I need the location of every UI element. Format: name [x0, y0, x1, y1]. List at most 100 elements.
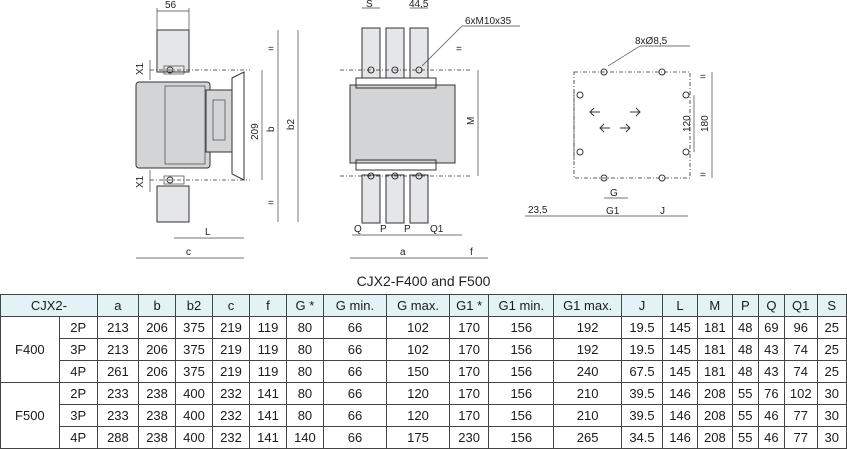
value-cell: 219 — [212, 316, 250, 339]
value-cell: 375 — [175, 360, 214, 383]
value-cell: 375 — [175, 316, 214, 339]
value-cell: 145 — [662, 360, 698, 383]
value-cell: 238 — [138, 404, 177, 427]
dim-x1-top: X1 — [135, 62, 146, 75]
dim-ii-bottom-r: = — [700, 170, 706, 181]
value-cell: 232 — [212, 426, 250, 449]
col-header: G1 * — [449, 294, 490, 317]
value-cell: 102 — [783, 382, 818, 405]
value-cell: 206 — [138, 360, 177, 383]
value-cell: 170 — [449, 404, 490, 427]
col-header: L — [662, 294, 698, 317]
value-cell: 232 — [212, 404, 250, 427]
value-cell: 66 — [322, 316, 387, 339]
page-title: CJX2-F400 and F500 — [356, 273, 491, 289]
value-cell: 25 — [816, 338, 847, 361]
value-cell: 240 — [553, 360, 622, 383]
value-cell: 43 — [757, 360, 785, 383]
value-cell: 80 — [285, 382, 324, 405]
dim-J: J — [660, 206, 665, 217]
col-header: Q — [757, 294, 785, 317]
value-cell: 145 — [662, 316, 698, 339]
value-cell: 156 — [488, 382, 555, 405]
value-cell: 30 — [816, 404, 847, 427]
value-cell: 140 — [285, 426, 324, 449]
value-cell: 69 — [757, 316, 785, 339]
value-cell: 119 — [248, 338, 287, 361]
value-cell: 170 — [449, 316, 490, 339]
poles-cell: 2P — [58, 316, 98, 339]
value-cell: 77 — [783, 404, 818, 427]
value-cell: 46 — [757, 426, 785, 449]
col-header: G1 min. — [488, 294, 555, 317]
dim-G1: G1 — [606, 206, 620, 217]
dim-Q: Q — [354, 224, 362, 235]
value-cell: 74 — [783, 360, 818, 383]
dim-x1-bottom: X1 — [135, 175, 146, 188]
table-header-row: CJX2- a b b2 c f G * G min. G max. G1 * … — [0, 294, 847, 317]
poles-cell: 3P — [58, 338, 98, 361]
value-cell: 400 — [175, 382, 214, 405]
value-cell: 156 — [488, 360, 555, 383]
value-cell: 181 — [696, 360, 733, 383]
dim-ii-mid: = — [456, 44, 462, 55]
value-cell: 400 — [175, 404, 214, 427]
col-header: Q1 — [783, 294, 818, 317]
value-cell: 170 — [449, 382, 490, 405]
value-cell: 25 — [816, 316, 847, 339]
value-cell: 146 — [662, 426, 698, 449]
col-header: f — [248, 294, 287, 317]
value-cell: 19.5 — [620, 338, 664, 361]
value-cell: 43 — [757, 338, 785, 361]
value-cell: 141 — [248, 382, 287, 405]
col-header: b2 — [175, 294, 214, 317]
dim-ii-top: = — [268, 44, 274, 55]
value-cell: 170 — [449, 338, 490, 361]
value-cell: 146 — [662, 404, 698, 427]
value-cell: 80 — [285, 316, 324, 339]
value-cell: 232 — [212, 382, 250, 405]
value-cell: 25 — [816, 360, 847, 383]
dimensions-table: CJX2- a b b2 c f G * G min. G max. G1 * … — [0, 294, 847, 449]
value-cell: 206 — [138, 316, 177, 339]
value-cell: 170 — [449, 360, 490, 383]
col-header: G * — [285, 294, 324, 317]
value-cell: 141 — [248, 426, 287, 449]
value-cell: 175 — [385, 426, 451, 449]
value-cell: 76 — [757, 382, 785, 405]
dim-S: S — [366, 0, 373, 10]
value-cell: 102 — [385, 338, 451, 361]
col-header: J — [620, 294, 664, 317]
value-cell: 55 — [731, 382, 759, 405]
dim-180: 180 — [700, 115, 711, 132]
value-cell: 120 — [385, 382, 451, 405]
poles-cell: 4P — [58, 426, 98, 449]
front-view: S 44,5 6xM10x35 M Q P P Q1 a f = — [340, 0, 520, 259]
value-cell: 156 — [488, 338, 555, 361]
value-cell: 77 — [783, 426, 818, 449]
value-cell: 39.5 — [620, 404, 664, 427]
value-cell: 119 — [248, 360, 287, 383]
value-cell: 145 — [662, 338, 698, 361]
dim-23-5: 23,5 — [528, 205, 548, 216]
dim-ii-top-r: = — [700, 72, 706, 83]
value-cell: 213 — [96, 316, 140, 339]
col-header: c — [212, 294, 250, 317]
col-header: G max. — [385, 294, 451, 317]
value-cell: 288 — [96, 426, 140, 449]
model-cell: F500 — [0, 382, 60, 449]
dim-f: f — [470, 247, 473, 258]
value-cell: 219 — [212, 338, 250, 361]
value-cell: 120 — [385, 404, 451, 427]
col-header: CJX2- — [0, 294, 98, 317]
value-cell: 208 — [696, 404, 733, 427]
dim-Q1: Q1 — [430, 224, 444, 235]
value-cell: 261 — [96, 360, 140, 383]
poles-cell: 4P — [58, 360, 98, 383]
value-cell: 233 — [96, 404, 140, 427]
value-cell: 192 — [553, 338, 622, 361]
col-header: M — [696, 294, 733, 317]
dim-a: a — [400, 247, 406, 258]
col-header: S — [816, 294, 847, 317]
